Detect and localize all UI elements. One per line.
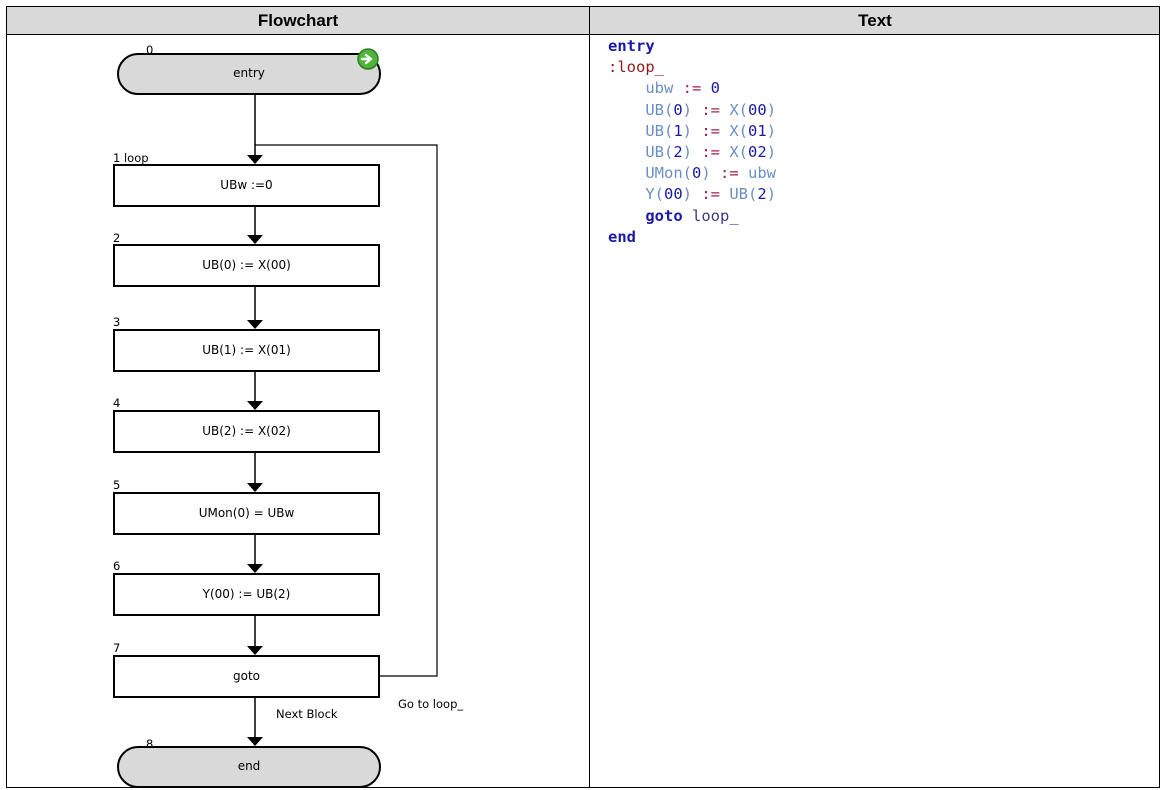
code-token: ubw: [748, 164, 777, 183]
flowchart-header: Flowchart: [257, 11, 339, 30]
code-token: UB(: [729, 185, 758, 204]
table: Flowchart Text: [6, 6, 1160, 788]
node-label-entry: entry: [233, 66, 265, 80]
code-token: ): [682, 185, 693, 204]
code-token: ): [682, 142, 693, 161]
code-line-5: UB(1) := X(01): [608, 121, 1148, 142]
code-token: UMon(: [645, 164, 692, 183]
code-token: ): [766, 142, 777, 161]
node-label-end: end: [237, 759, 261, 773]
code-token: ubw: [645, 79, 674, 98]
node-5-box: [113, 492, 380, 535]
code-token: UB(: [645, 121, 674, 140]
code-token: :=: [692, 121, 730, 140]
code-line-2: :loop_: [608, 57, 1148, 78]
flowchart-diagram: [113, 48, 438, 788]
node-number-6: 6: [113, 559, 121, 573]
code-token: Y(: [645, 185, 664, 204]
node-number-0: 0: [146, 43, 154, 57]
flowchart-panel: 0 1 loop 2 3 4 5 6 7 8 entry UBw :=0 UB(…: [7, 35, 589, 788]
node-1-box: [113, 164, 380, 207]
code-token: ): [766, 121, 777, 140]
node-label-6: Y(00) := UB(2): [202, 587, 291, 601]
node-7-box: [113, 655, 380, 698]
code-token: :=: [692, 100, 730, 119]
node-6-box: [113, 573, 380, 616]
code-token: :=: [710, 164, 749, 183]
node-label-3: UB(1) := X(01): [202, 343, 291, 357]
column-divider: [589, 7, 590, 787]
code-token: entry: [608, 37, 655, 55]
code-line-10: end: [608, 227, 1148, 248]
code-token: ): [766, 185, 777, 204]
node-number-5: 5: [113, 478, 121, 492]
code-token: ): [682, 100, 693, 119]
table-header: Flowchart Text: [7, 7, 1159, 35]
end-terminal-shape: [117, 746, 381, 788]
code-token: end: [608, 227, 636, 246]
next-block-label: Next Block: [276, 707, 338, 721]
code-token: :loop_: [608, 58, 664, 77]
code-token: :=: [673, 79, 711, 98]
code-token: 0: [710, 79, 720, 98]
code-token: 2: [757, 185, 767, 204]
node-2-box: [113, 244, 380, 287]
code-token: X(: [729, 142, 749, 161]
code-token: ): [682, 121, 693, 140]
node-number-3: 3: [113, 315, 121, 329]
code-token: ): [701, 164, 711, 183]
code-token: ): [766, 100, 777, 119]
code-token: 0: [673, 100, 683, 119]
goto-loop-label: Go to loop_: [398, 697, 464, 711]
node-number-2: 2: [113, 231, 121, 245]
node-label-4: UB(2) := X(02): [202, 424, 291, 438]
node-label-1: UBw :=0: [220, 178, 273, 192]
code-line-9: goto loop_: [608, 206, 1148, 227]
code-token: X(: [729, 100, 749, 119]
code-line-1: entry: [608, 36, 1148, 57]
code-token: 2: [673, 142, 683, 161]
text-header: Text: [858, 11, 892, 30]
code-token: 00: [748, 100, 767, 119]
node-label-2: UB(0) := X(00): [202, 258, 291, 272]
code-line-8: Y(00) := UB(2): [608, 184, 1148, 205]
code-token: X(: [729, 121, 749, 140]
code-token: UB(: [645, 142, 674, 161]
node-number-1: 1 loop: [113, 151, 149, 165]
code-token: :=: [692, 142, 730, 161]
code-token: goto: [645, 206, 683, 225]
code-line-3: ubw := 0: [608, 78, 1148, 99]
node-4-box: [113, 410, 380, 453]
node-3-box: [113, 329, 380, 372]
code-token: loop_: [682, 206, 739, 225]
code-panel: entry :loop_ ubw := 0 UB(0) := X(00) UB(…: [608, 36, 1148, 248]
node-label-5: UMon(0) = UBw: [198, 506, 295, 520]
node-number-8: 8: [146, 737, 154, 751]
code-token: 02: [748, 142, 767, 161]
green-arrow-circle-icon: [357, 48, 379, 70]
code-token: 01: [748, 121, 767, 140]
code-token: 00: [664, 185, 683, 204]
code-token: 0: [692, 164, 702, 183]
node-number-4: 4: [113, 396, 121, 410]
code-line-7: UMon(0) := ubw: [608, 163, 1148, 184]
code-line-4: UB(0) := X(00): [608, 100, 1148, 121]
node-label-7: goto: [232, 669, 260, 683]
code-line-6: UB(2) := X(02): [608, 142, 1148, 163]
code-token: 1: [673, 121, 683, 140]
node-number-7: 7: [113, 641, 121, 655]
code-token: UB(: [645, 100, 674, 119]
code-token: :=: [692, 185, 730, 204]
